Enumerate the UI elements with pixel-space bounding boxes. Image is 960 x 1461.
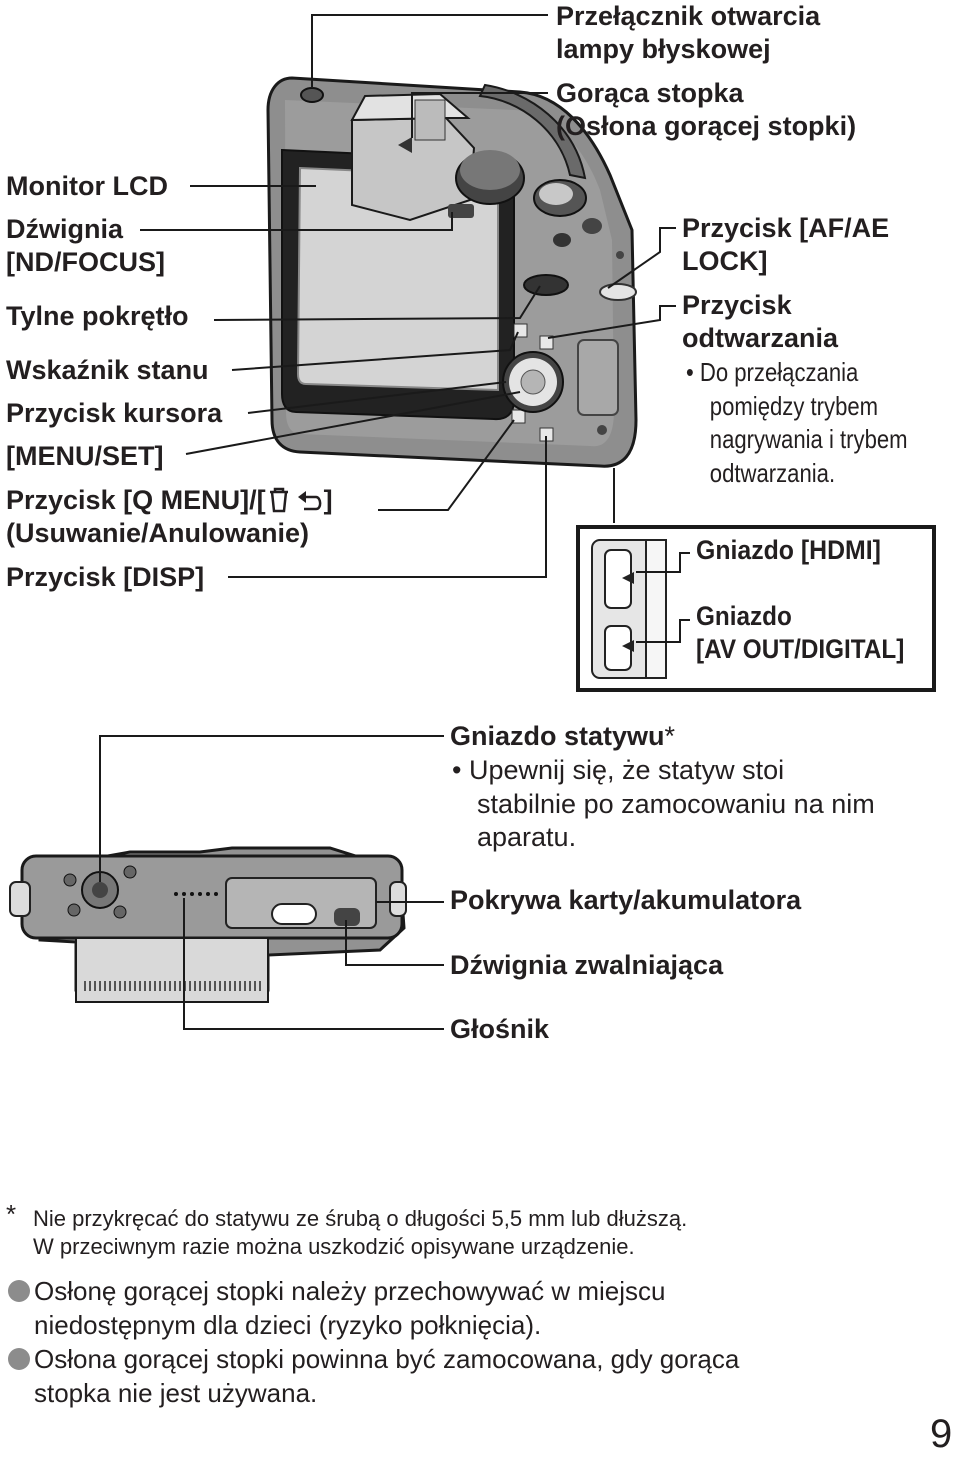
label-status-indicator: Wskaźnik stanu [6, 355, 209, 385]
label-cursor-button: Przycisk kursora [6, 398, 223, 428]
label-delete-cancel: (Usuwanie/Anulowanie) [6, 518, 310, 548]
label-speaker: Głośnik [450, 1014, 550, 1044]
label-release-lever: Dźwignia zwalniająca [450, 950, 724, 980]
return-arrow-icon [297, 491, 321, 511]
label-hot-shoe: Gorąca stopka (Osłona gorącej stopki) [556, 78, 857, 141]
label-hdmi: Gniazdo [HDMI] [696, 535, 881, 565]
tip-item: Osłonę gorącej stopki należy przechowywa… [8, 1274, 666, 1342]
tip-item: Osłona gorącej stopki powinna być zamoco… [8, 1342, 739, 1410]
footnote-mark: * [6, 1199, 17, 1229]
camera-bottom-view [9, 846, 407, 1003]
bullet: • [686, 357, 700, 387]
bullet-dot [8, 1280, 30, 1302]
tripod-note: • Upewnij się, że statyw stoi stabilnie … [452, 755, 875, 852]
page-number: 9 [930, 1412, 953, 1456]
footnote-text: Nie przykręcać do statywu ze śrubą o dłu… [33, 1206, 688, 1259]
label-playback: Przycisk odtwarzania [682, 290, 839, 353]
label-tripod-socket: Gniazdo statywu* [450, 721, 676, 751]
bullet: • [452, 755, 469, 785]
label-menu-set: [MENU/SET] [6, 441, 164, 471]
label-disp-button: Przycisk [DISP] [6, 562, 205, 592]
label-q-menu: Przycisk [Q MENU]/[] [6, 485, 333, 515]
trash-icon [269, 487, 321, 513]
label-card-battery-cover: Pokrywa karty/akumulatora [450, 885, 802, 915]
label-flash-switch: Przełącznik otwarcia lampy błyskowej [556, 1, 821, 64]
camera-back-view [266, 76, 638, 468]
bullet-dot [8, 1348, 30, 1370]
label-af-ae-lock: Przycisk [AF/AE LOCK] [682, 213, 890, 276]
label-nd-focus: Dźwignia [ND/FOCUS] [6, 214, 165, 277]
connector-inset [576, 525, 936, 692]
label-rear-dial: Tylne pokrętło [6, 301, 189, 331]
playback-note: • Do przełączania pomiędzy trybem nagryw… [686, 357, 908, 488]
label-av-out: Gniazdo [AV OUT/DIGITAL] [696, 601, 905, 664]
label-lcd-monitor: Monitor LCD [6, 171, 168, 201]
leader-lines [99, 14, 690, 1030]
